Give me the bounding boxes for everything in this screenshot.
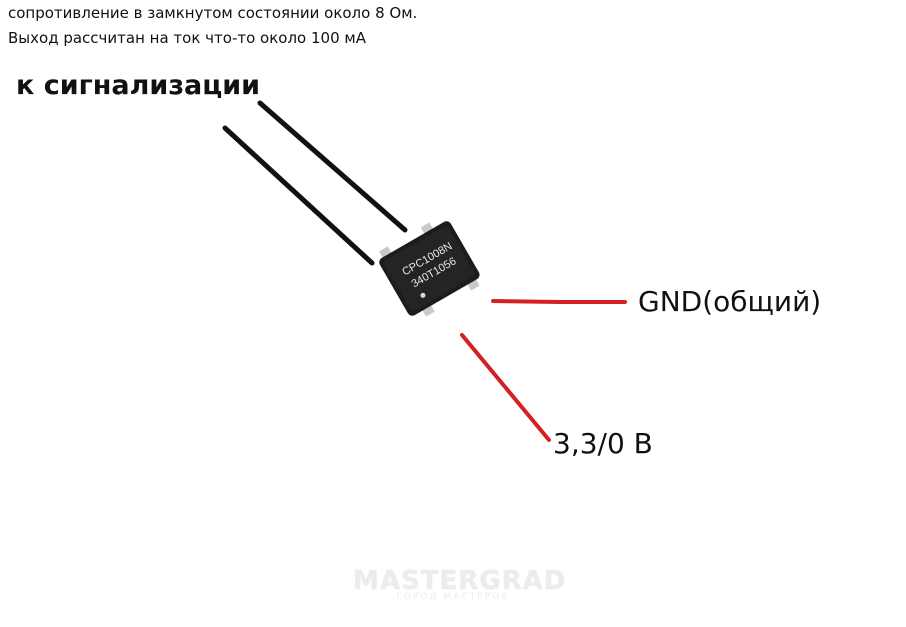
- label-alarm: к сигнализации: [16, 70, 261, 101]
- alarm-wire-1: [257, 100, 408, 233]
- power-wire: [460, 333, 551, 442]
- note-current: Выход рассчитан на ток что-то около 100 …: [8, 29, 366, 47]
- watermark: MASTERGRAD ГОРОД МАСТЕРОВ: [353, 566, 567, 602]
- relay-chip: CPC1008N 340T1056: [379, 221, 480, 317]
- label-power: 3,3/0 В: [553, 427, 653, 460]
- gnd-wire: [491, 299, 627, 304]
- alarm-wire-2: [222, 125, 375, 266]
- watermark-subtitle: ГОРОД МАСТЕРОВ: [396, 592, 510, 602]
- note-resistance: сопротивление в замкнутом состоянии окол…: [8, 4, 418, 22]
- chip-dot: [420, 292, 426, 298]
- watermark-title: MASTERGRAD: [353, 566, 567, 596]
- label-gnd: GND(общий): [638, 285, 822, 318]
